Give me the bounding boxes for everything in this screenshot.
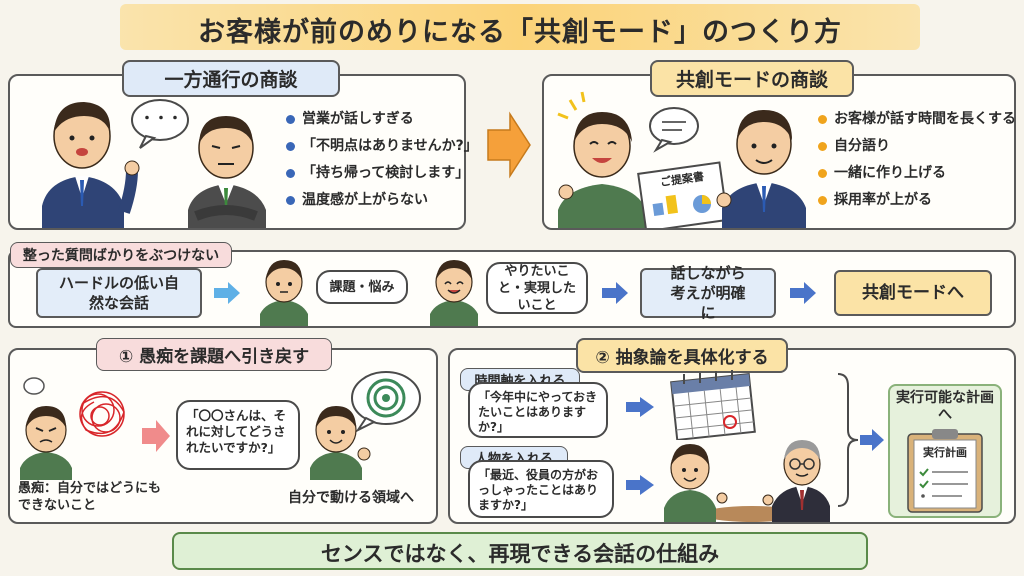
bullet-dot <box>818 114 827 124</box>
one-way-illustration <box>42 99 266 228</box>
flow-step-clarify: 話しながら考えが明確に <box>640 264 776 322</box>
flow-arrow-icon <box>860 429 884 451</box>
spark-lines <box>557 91 586 120</box>
co-creation-illustration <box>557 91 806 228</box>
timeline-question-bubble: 「今年中にやっておきたいことはありますか?」 <box>468 382 608 438</box>
co-creation-label: 共創モードの商談 <box>650 60 854 97</box>
target-icon <box>351 371 421 433</box>
tangled-scribble-icon <box>79 391 125 437</box>
silent-speech-text: ・・・ <box>140 111 182 127</box>
bracket-icon <box>837 373 859 507</box>
customer-figure <box>188 116 266 228</box>
proposal-document <box>637 161 729 228</box>
title-highlight <box>120 4 920 50</box>
bullet-item: 一緒に作り上げる <box>818 160 1016 187</box>
complaint-result: 自分で動ける領域へ <box>288 490 414 506</box>
meeting-illustration <box>664 440 830 522</box>
person-question-bubble: 「最近、役員の方がおっしゃったことはありますか?」 <box>468 460 614 518</box>
flow-arrow-icon <box>626 475 654 495</box>
flow-step-natural-talk: ハードルの低い自然な会話 <box>36 268 202 318</box>
page-title: お客様が前のめりになる「共創モード」のつくり方 <box>198 17 842 48</box>
bullet-item: 「不明点はありませんか?」 <box>286 133 478 160</box>
bullet-dot <box>818 168 827 178</box>
transition-arrow-icon <box>487 111 531 179</box>
thinking-person-icon <box>260 260 308 326</box>
plan-result-label: 実行可能な計画へ <box>896 390 994 423</box>
bullet-item: 温度感が上がらない <box>286 187 478 214</box>
summary-text: センスではなく、再現できる会話の仕組み <box>320 542 720 566</box>
plan-title: 実行計画 <box>923 446 967 459</box>
flow-arrow-icon <box>602 282 628 304</box>
smiling-person-icon <box>430 260 478 326</box>
bullet-dot <box>286 141 295 151</box>
summary-band <box>172 532 868 570</box>
bullet-item: 採用率が上がる <box>818 187 1016 214</box>
complaint-label: ① 愚痴を課題へ引き戻す <box>96 338 332 371</box>
complaint-caption: 愚痴：自分ではどうにもできないこと <box>18 481 162 513</box>
co-creation-bullets: お客様が話す時間を長くする 自分語り 一緒に作り上げる 採用率が上がる <box>818 106 1016 214</box>
flow-arrow-icon <box>626 397 654 417</box>
young-staff-figure <box>664 444 728 522</box>
silent-speech-bubble <box>131 99 189 149</box>
calendar-icon <box>670 370 756 440</box>
clipboard-icon <box>907 429 983 513</box>
anger-cloud-icon <box>23 377 45 395</box>
bullet-item: 自分語り <box>818 133 1016 160</box>
redirect-arrow-icon <box>142 420 170 452</box>
bullet-dot <box>286 195 295 205</box>
one-way-bullets: 営業が話しすぎる 「不明点はありませんか?」 「持ち帰って検討します」 温度感が… <box>286 106 478 214</box>
one-way-label: 一方通行の商談 <box>122 60 340 97</box>
sales-rep-figure <box>716 110 806 228</box>
abstract-label: ② 抽象論を具体化する <box>576 338 788 373</box>
bubble-problems: 課題・悩み <box>316 270 408 304</box>
bubble-wishes: やりたいこと・実現したいこと <box>486 262 588 314</box>
salesperson-figure <box>42 102 140 228</box>
bullet-dot <box>818 141 827 151</box>
flow-arrow-icon <box>790 282 816 304</box>
bullet-item: お客様が話す時間を長くする <box>818 106 1016 133</box>
bullet-dot <box>818 195 827 205</box>
focused-person-illustration <box>310 371 421 480</box>
flow-arrow-icon <box>214 282 240 304</box>
bullet-item: 営業が話しすぎる <box>286 106 478 133</box>
flow-step-co-creation: 共創モードへ <box>834 270 992 316</box>
executive-figure <box>762 440 830 522</box>
flow-tag: 整った質問ばかりをぶつけない <box>10 242 232 268</box>
bullet-item: 「持ち帰って検討します」 <box>286 160 478 187</box>
idea-speech-bubble <box>649 107 699 153</box>
bullet-dot <box>286 168 295 178</box>
bullet-dot <box>286 114 295 124</box>
frustrated-person-illustration <box>20 377 125 480</box>
redirect-question-bubble: 「〇〇さんは、それに対してどうされたいですか?」 <box>176 400 300 470</box>
happy-customer-figure <box>558 112 646 228</box>
